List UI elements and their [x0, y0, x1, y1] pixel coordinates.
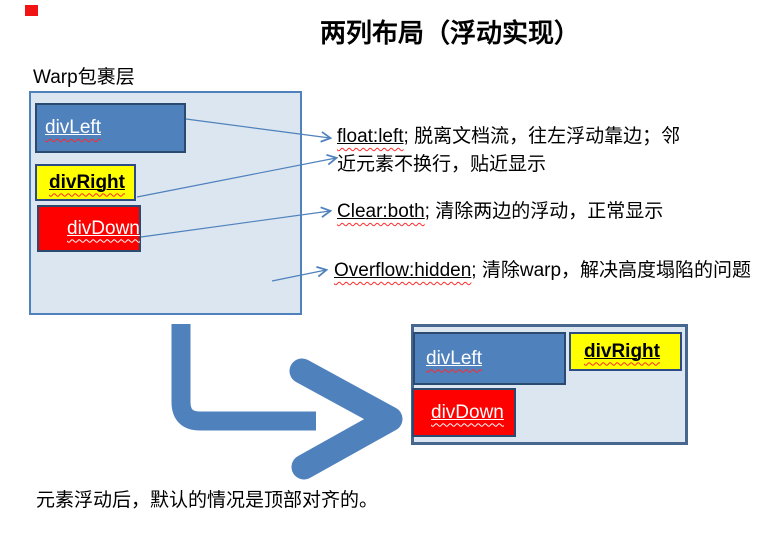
divright-label: divRight: [49, 171, 125, 193]
bent-arrow-head-icon: [289, 358, 403, 480]
divleft-box-after: divLeft: [413, 332, 566, 385]
red-square-marker: [25, 5, 38, 16]
page-title: 两列布局（浮动实现）: [320, 19, 581, 48]
annotation-float-left: float:left; 脱离文档流，往左浮动靠边；邻 近元素不换行，贴近显示: [337, 123, 680, 179]
term-float-left: float:left: [337, 126, 404, 147]
bottom-note: 元素浮动后，默认的情况是顶部对齐的。: [36, 490, 379, 511]
bent-arrow-shaft: [171, 324, 316, 431]
divleft-box-before: divLeft: [35, 103, 186, 153]
annotation-float-left-line2: 近元素不换行，贴近显示: [337, 154, 547, 175]
annotation-clear-both: Clear:both; 清除两边的浮动，正常显示: [337, 201, 664, 222]
divdown-box-before: divDown: [37, 205, 141, 252]
divdown-box-after: divDown: [412, 388, 516, 437]
warp-wrapper-label: Warp包裹层: [33, 67, 135, 88]
divdown-label-after: divDown: [431, 401, 504, 423]
annotation-overflow-hidden: Overflow:hidden; 清除warp，解决高度塌陷的问题: [334, 260, 752, 281]
divright-label-after: divRight: [584, 340, 660, 362]
divleft-label: divLeft: [45, 117, 101, 138]
divright-box-before: divRight: [35, 164, 136, 201]
term-overflow-hidden: Overflow:hidden: [334, 260, 472, 281]
annotation-float-left-line1: float:left; 脱离文档流，往左浮动靠边；邻: [337, 126, 681, 147]
divright-box-after: divRight: [569, 332, 682, 371]
divleft-label-after: divLeft: [426, 347, 482, 369]
divdown-label: divDown: [67, 217, 140, 239]
term-clear-both: Clear:both: [337, 201, 425, 222]
